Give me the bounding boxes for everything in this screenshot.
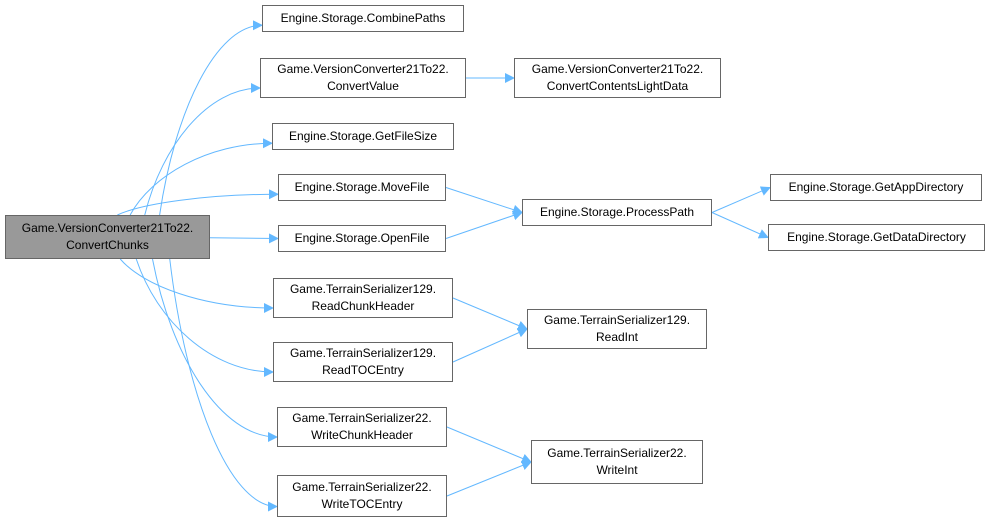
node-readtocentry[interactable]: Game.TerrainSerializer129. ReadTOCEntry [273,342,453,382]
node-combinepaths[interactable]: Engine.Storage.CombinePaths [262,5,464,32]
node-label-line1: Game.TerrainSerializer129. [289,282,437,296]
node-label-line2: ConvertContentsLightData [546,79,689,93]
edge-root-to-writeChunkHeader [152,258,278,442]
node-label-line2: WriteTOCEntry [321,497,403,511]
node-processpath[interactable]: Engine.Storage.ProcessPath [522,199,712,226]
node-label-line2: ReadChunkHeader [311,299,415,313]
node-label-line2: WriteInt [596,463,638,477]
edge-root-to-combinePaths [159,20,263,216]
node-movefile[interactable]: Engine.Storage.MoveFile [278,174,446,201]
edge-root-to-openFile [209,233,279,244]
node-label: Engine.Storage.GetAppDirectory [788,180,964,194]
edge-root-to-readChunkHeader [119,258,274,313]
edge-root-to-getFileSize [129,138,273,216]
node-label-line1: Game.VersionConverter21To22. [21,221,194,235]
node-label: Engine.Storage.OpenFile [294,231,430,245]
node-label: Engine.Storage.GetFileSize [288,129,438,143]
node-getappdirectory[interactable]: Engine.Storage.GetAppDirectory [770,174,982,201]
node-label-line1: Game.TerrainSerializer129. [543,313,691,327]
node-writechunkheader[interactable]: Game.TerrainSerializer22. WriteChunkHead… [277,407,447,447]
node-label: Engine.Storage.MoveFile [294,180,430,194]
edge-readTOCEntry-to-readInt [452,328,528,363]
node-label-line1: Game.VersionConverter21To22. [277,62,449,76]
node-label: Engine.Storage.GetDataDirectory [787,230,966,244]
node-getfilesize[interactable]: Engine.Storage.GetFileSize [272,123,454,150]
node-label-line1: Game.VersionConverter21To22. [531,62,704,76]
edge-openFile-to-processPath [445,210,523,239]
node-label-line1: Game.TerrainSerializer22. [292,411,432,425]
node-label: Engine.Storage.CombinePaths [280,11,446,25]
node-label-line2: ReadTOCEntry [322,363,404,377]
edge-processPath-to-getAppDir [711,186,771,213]
node-getdatadirectory[interactable]: Engine.Storage.GetDataDirectory [768,224,985,251]
node-root-convertchunks: Game.VersionConverter21To22. ConvertChun… [5,215,210,259]
node-label-line2: ReadInt [595,330,639,344]
node-readint[interactable]: Game.TerrainSerializer129. ReadInt [527,309,707,349]
edge-moveFile-to-processPath [445,187,523,215]
node-label-line1: Game.TerrainSerializer22. [292,480,432,494]
node-label-line2: ConvertChunks [66,238,149,252]
edge-readChunkHeader-to-readInt [452,297,528,331]
node-convertcontentslightdata[interactable]: Game.VersionConverter21To22. ConvertCont… [514,58,721,98]
node-convertvalue[interactable]: Game.VersionConverter21To22. ConvertValu… [260,58,466,98]
node-label: Engine.Storage.ProcessPath [539,205,695,219]
node-label-line2: ConvertValue [327,79,399,93]
edge-root-to-convertValue [144,83,261,216]
edge-writeChunkHeader-to-writeInt [446,426,532,464]
edge-root-to-writeTOCEntry [169,258,278,512]
node-label-line1: Game.TerrainSerializer22. [547,446,687,460]
node-writeint[interactable]: Game.TerrainSerializer22. WriteInt [531,440,703,484]
edge-root-to-readTOCEntry [135,258,274,377]
node-openfile[interactable]: Engine.Storage.OpenFile [278,225,446,252]
edge-writeTOCEntry-to-writeInt [446,460,532,497]
edge-processPath-to-getDataDir [711,212,769,239]
node-readchunkheader[interactable]: Game.TerrainSerializer129. ReadChunkHead… [273,278,453,318]
node-label-line2: WriteChunkHeader [311,428,413,442]
edge-root-to-moveFile [117,189,279,216]
node-label-line1: Game.TerrainSerializer129. [289,346,437,360]
node-writetocentry[interactable]: Game.TerrainSerializer22. WriteTOCEntry [277,475,447,517]
